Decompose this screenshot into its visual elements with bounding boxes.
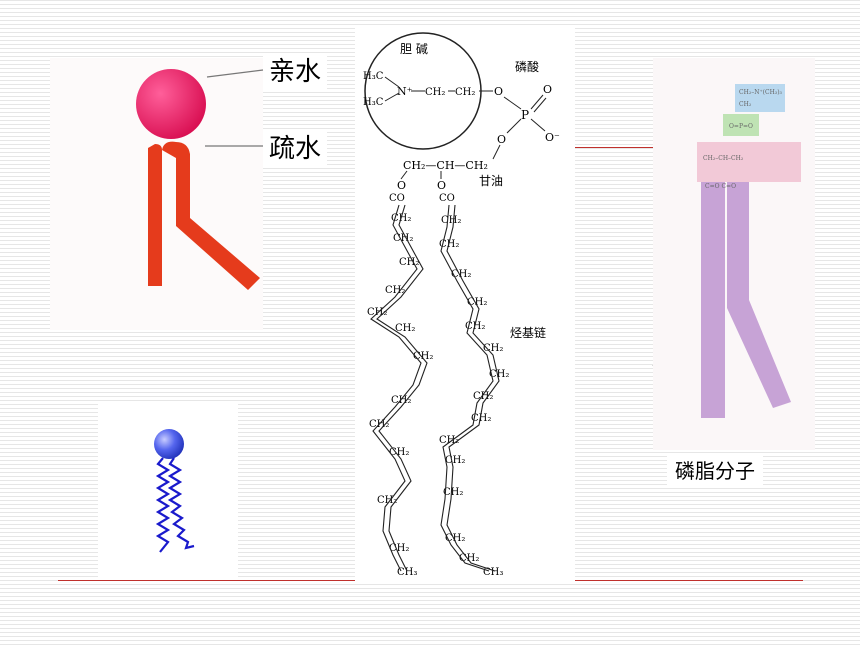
- glycerol-formula: CH₂—CH—CH₂: [403, 159, 488, 172]
- svg-text:CH₃: CH₃: [397, 567, 417, 578]
- simple-phospholipid-illustration: [136, 69, 260, 290]
- glycerol-box: [697, 142, 801, 182]
- hydrophobic-tail-left: [148, 144, 162, 286]
- oxygen-minus: O⁻: [545, 131, 560, 144]
- oxygen-1: O: [494, 85, 503, 98]
- svg-text:CH₂: CH₂: [443, 487, 463, 498]
- purple-tail-right: [727, 182, 791, 408]
- svg-text:CH₂: CH₂: [471, 413, 491, 424]
- hydrophobic-label: 疏水: [263, 132, 328, 166]
- colored-phospholipid-panel: CH₂–N⁺(CH₃)₃ CH₂ O=P=O CH₂–CH–CH₂ C=O C=…: [653, 58, 815, 450]
- oxygen-double: O: [543, 83, 552, 96]
- zigzag-phospholipid-illustration: [154, 429, 195, 553]
- svg-text:CH₂: CH₂: [465, 321, 485, 332]
- choline-box: [735, 84, 785, 112]
- svg-text:O=P=O: O=P=O: [729, 123, 753, 130]
- svg-text:CH₂: CH₂: [377, 495, 397, 506]
- svg-text:CH₂: CH₂: [445, 533, 465, 544]
- svg-text:CH₂: CH₂: [389, 447, 409, 458]
- colored-phospholipid-illustration: CH₂–N⁺(CH₃)₃ CH₂ O=P=O CH₂–CH–CH₂ C=O C=…: [697, 84, 801, 418]
- svg-text:CH₂: CH₂: [451, 269, 471, 280]
- svg-text:CH₂: CH₂: [739, 101, 752, 108]
- svg-text:CH₂: CH₂: [395, 323, 415, 334]
- zigzag-phospholipid-panel: [98, 402, 238, 577]
- phospholipid-molecule-label: 磷脂分子: [667, 455, 763, 487]
- nitrogen-label: N⁺: [397, 85, 413, 98]
- svg-text:CH₂: CH₂: [473, 391, 493, 402]
- svg-text:CO: CO: [389, 193, 405, 204]
- fatty-acid-chain-left: CO CH₂ CH₂ CH₂ CH₂ CH₂ CH₂ CH₂ CH₂ CH₂ C…: [367, 193, 433, 578]
- red-rule-top: [575, 147, 655, 148]
- svg-text:CH₂: CH₂: [467, 297, 487, 308]
- svg-text:CH₃: CH₃: [483, 567, 503, 578]
- chemical-structure-panel: 胆 碱 H₃C H₃C N⁺ CH₂ CH₂ 磷酸 O P O O⁻ O CH₂…: [355, 25, 575, 582]
- hydrocarbon-chain-label: 烃基链: [510, 325, 546, 340]
- phosphate-label: 磷酸: [515, 59, 539, 74]
- svg-text:CH₂: CH₂: [391, 395, 411, 406]
- svg-text:CH₂: CH₂: [441, 215, 461, 226]
- ch2-choline-b: CH₂: [455, 87, 475, 98]
- svg-text:CH₂–N⁺(CH₃)₃: CH₂–N⁺(CH₃)₃: [739, 89, 783, 96]
- svg-text:CH₂: CH₂: [399, 257, 419, 268]
- ester-oxygen-2: O: [437, 179, 446, 192]
- hydrophilic-label: 亲水: [263, 55, 328, 89]
- svg-text:CO: CO: [439, 193, 455, 204]
- purple-tail-left: [701, 182, 725, 418]
- blue-head: [154, 429, 184, 459]
- hydrophobic-tail-right: [162, 141, 260, 290]
- simple-phospholipid-panel: [50, 58, 263, 330]
- svg-text:CH₂: CH₂: [445, 455, 465, 466]
- svg-text:CH₂: CH₂: [385, 285, 405, 296]
- zigzag-tail-left: [155, 457, 171, 553]
- tiny-formula-text: CH₂–N⁺(CH₃)₃ CH₂ O=P=O CH₂–CH–CH₂ C=O C=…: [703, 89, 783, 190]
- ch2-choline-a: CH₂: [425, 87, 445, 98]
- fatty-acid-chain-right: CO CH₂ CH₂ CH₂ CH₂ CH₂ CH₂ CH₂ CH₂ CH₂ C…: [439, 193, 509, 578]
- svg-text:CH₂: CH₂: [389, 543, 409, 554]
- svg-text:CH₂: CH₂: [489, 369, 509, 380]
- svg-text:CH₂: CH₂: [413, 351, 433, 362]
- methyl-top: H₃C: [363, 71, 384, 82]
- ester-oxygen-1: O: [397, 179, 406, 192]
- svg-text:CH₂: CH₂: [459, 553, 479, 564]
- zigzag-tail-right: [167, 457, 195, 550]
- svg-text:CH₂: CH₂: [367, 307, 387, 318]
- oxygen-2: O: [497, 133, 506, 146]
- svg-text:CH₂: CH₂: [393, 233, 413, 244]
- glycerol-label: 甘油: [479, 174, 503, 188]
- svg-text:CH₂–CH–CH₂: CH₂–CH–CH₂: [703, 155, 744, 162]
- methyl-bottom: H₃C: [363, 97, 384, 108]
- phosphate-box: [723, 114, 759, 136]
- phosphorus-label: P: [521, 108, 529, 122]
- svg-text:CH₂: CH₂: [483, 343, 503, 354]
- hydrophilic-head: [136, 69, 206, 139]
- svg-text:CH₂: CH₂: [439, 239, 459, 250]
- choline-label: 胆 碱: [400, 42, 428, 56]
- phosphatidylcholine-structure: 胆 碱 H₃C H₃C N⁺ CH₂ CH₂ 磷酸 O P O O⁻ O CH₂…: [363, 32, 560, 578]
- svg-text:C=O C=O: C=O C=O: [705, 183, 736, 190]
- svg-text:CH₂: CH₂: [439, 435, 459, 446]
